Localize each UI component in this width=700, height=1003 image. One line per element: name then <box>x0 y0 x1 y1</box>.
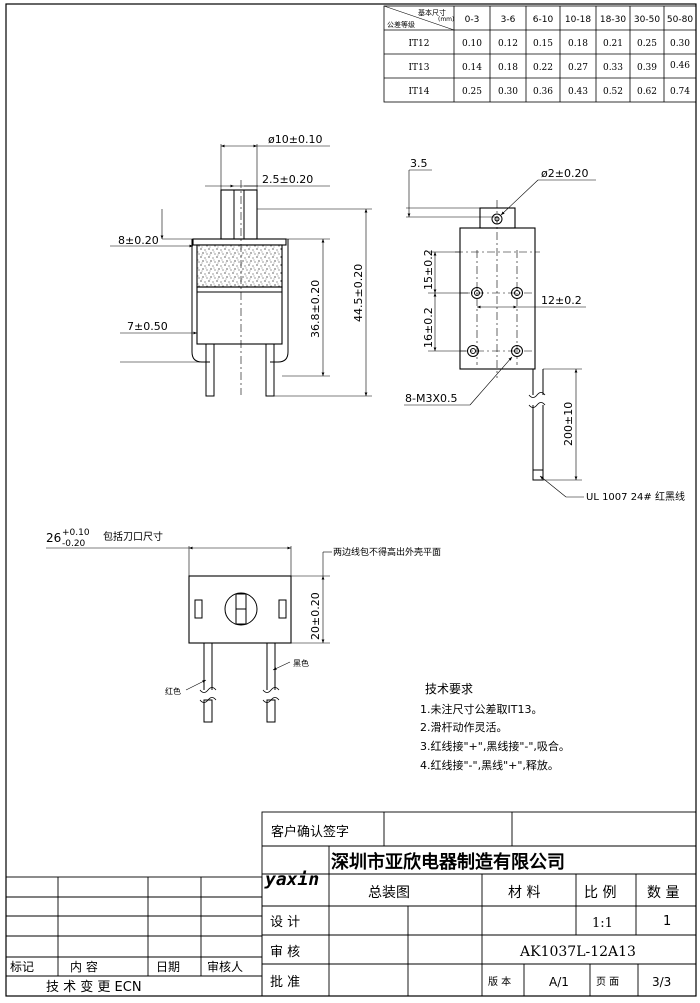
table-col-header: 0-3 <box>465 15 480 25</box>
technical-requirements: 技术要求 1.未注尺寸公差取IT13。 2.滑杆动作灵活。 3.红线接"+",黑… <box>420 682 570 772</box>
table-header-top: 基本尺寸 <box>418 8 446 17</box>
dim-screws: 8-M3X0.5 <box>405 392 458 405</box>
dim-lower: 16±0.2 <box>422 307 435 348</box>
requirement-item: 2.滑杆动作灵活。 <box>420 720 508 734</box>
revision-col-header: 标记 <box>10 960 34 974</box>
table-col-header: 50-80 <box>667 15 693 25</box>
table-cell: 0.15 <box>533 39 553 49</box>
table-cell: 0.46 <box>670 61 690 71</box>
dim-shaft-width: 2.5±0.20 <box>262 173 313 186</box>
dim-width-note: 包括刀口尺寸 <box>103 530 163 543</box>
page-value: 3/3 <box>652 975 671 989</box>
table-cell: 0.43 <box>568 87 588 97</box>
table-cell: 0.27 <box>568 63 588 73</box>
revision-footer: 技 术 变 更 ECN <box>46 979 142 995</box>
dim-hole-dia: ø2±0.20 <box>541 167 588 180</box>
label-red: 红色 <box>165 686 181 696</box>
table-cell: 0.25 <box>637 39 657 49</box>
table-col-header: 6-10 <box>533 15 554 25</box>
table-cell: 0.14 <box>462 63 482 73</box>
dim-wire-length: 200±10 <box>562 402 575 446</box>
table-cell: 0.62 <box>637 87 657 97</box>
dim-top-offset: 3.5 <box>410 157 428 170</box>
approve-label: 批 准 <box>270 975 300 990</box>
drawing-name: 总装图 <box>368 885 410 901</box>
dim-bottom: 7±0.50 <box>127 320 168 333</box>
quantity-value: 1 <box>663 914 671 929</box>
table-cell: 0.36 <box>533 87 553 97</box>
table-cell: 0.74 <box>670 87 690 97</box>
front-view <box>110 144 372 397</box>
tolerance-table <box>383 5 697 103</box>
customer-sign-label: 客户确认签字 <box>271 824 349 840</box>
dim-body-height: 36.8±0.20 <box>309 280 322 338</box>
table-cell: 0.30 <box>670 39 690 49</box>
table-header-bottom: 公差等级 <box>387 20 415 29</box>
table-cell: 0.12 <box>498 39 518 49</box>
revision-col-header: 审核人 <box>207 959 243 974</box>
side-view <box>404 169 596 498</box>
quantity-label: 数 量 <box>647 885 679 901</box>
review-label: 审 核 <box>270 945 300 960</box>
table-col-header: 3-6 <box>501 15 516 25</box>
company-name: 深圳市亚欣电器制造有限公司 <box>331 851 565 873</box>
requirement-item: 4.红线接"-",黑线"+",释放。 <box>420 758 559 772</box>
material-label: 材 料 <box>508 885 540 901</box>
dim-upper: 15±0.2 <box>422 249 435 290</box>
table-header-unit: (mm) <box>438 16 454 23</box>
wire-spec: UL 1007 24# 红黑线 <box>586 490 685 503</box>
table-cell: 0.52 <box>603 87 623 97</box>
table-row-grade: IT12 <box>408 39 429 49</box>
requirement-item: 3.红线接"+",黑线接"-",吸合。 <box>420 739 570 753</box>
table-cell: 0.22 <box>533 63 553 73</box>
dim-top: 8±0.20 <box>118 234 159 247</box>
table-cell: 0.21 <box>603 39 623 49</box>
top-view <box>46 546 332 723</box>
table-row-grade: IT13 <box>408 63 429 73</box>
table-col-header: 10-18 <box>565 15 591 25</box>
label-black: 黑色 <box>293 658 309 668</box>
dim-hole-spacing: 12±0.2 <box>541 294 582 307</box>
dim-total-height: 44.5±0.20 <box>352 264 365 322</box>
requirement-item: 1.未注尺寸公差取IT13。 <box>420 702 542 716</box>
table-cell: 0.30 <box>498 87 518 97</box>
revision-col-header: 日期 <box>156 960 180 974</box>
dim-diameter: ø10±0.10 <box>268 133 322 146</box>
requirements-title: 技术要求 <box>425 682 473 696</box>
table-row-grade: IT14 <box>408 87 429 97</box>
scale-label: 比 例 <box>584 885 616 901</box>
table-cell: 0.10 <box>462 39 482 49</box>
dim-width-tol-upper: +0.10 <box>62 528 90 538</box>
table-col-header: 18-30 <box>600 15 626 25</box>
scale-value: 1:1 <box>592 916 613 931</box>
table-rows: IT12 0.10 0.12 0.15 0.18 0.21 0.25 0.30 … <box>408 39 690 97</box>
table-cell: 0.18 <box>568 39 588 49</box>
revision-col-header: 内 容 <box>70 959 98 974</box>
revision-block <box>5 876 263 997</box>
table-cell: 0.18 <box>498 63 518 73</box>
version-label: 版 本 <box>488 975 511 988</box>
table-column-headers: 0-3 3-6 6-10 10-18 18-30 30-50 50-80 <box>465 15 694 25</box>
table-cell: 0.25 <box>462 87 482 97</box>
version-value: A/1 <box>549 975 569 989</box>
note-wires: 两边线包不得高出外壳平面 <box>333 546 441 558</box>
table-cell: 0.39 <box>637 63 657 73</box>
part-number: AK1037L-12A13 <box>519 944 636 960</box>
page-label: 页 面 <box>596 976 619 988</box>
design-label: 设 计 <box>270 915 300 930</box>
table-cell: 0.33 <box>603 63 623 73</box>
table-col-header: 30-50 <box>634 15 660 25</box>
dim-width-tol-lower: -0.20 <box>62 539 86 549</box>
dim-width-main: 26 <box>46 531 61 545</box>
dim-height: 20±0.20 <box>309 592 322 640</box>
company-logo: yaxin <box>264 869 319 890</box>
